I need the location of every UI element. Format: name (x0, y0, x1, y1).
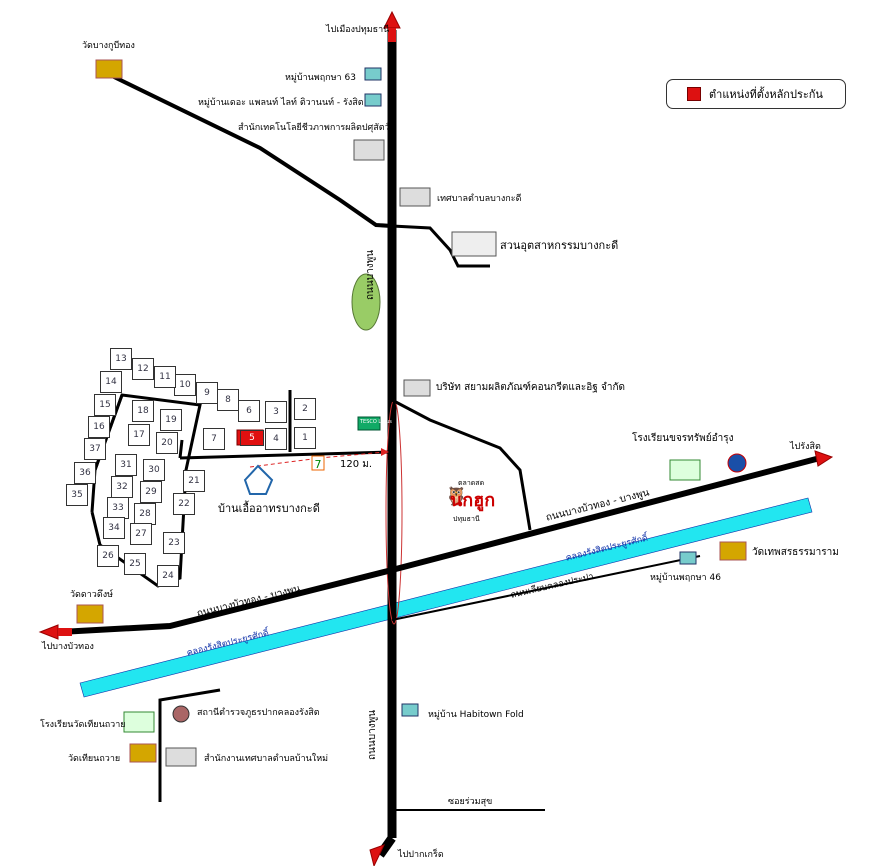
label-habitown: หมู่บ้าน Habitown Fold (428, 710, 524, 720)
plot-9: 9 (196, 382, 218, 404)
plot-5: 5 (240, 430, 264, 446)
plot-27: 27 (130, 523, 152, 545)
plot-17: 17 (128, 424, 150, 446)
gas-station-icon (727, 453, 747, 473)
plot-37: 37 (84, 438, 106, 460)
label-industrial-park: สวนอุตสาหกรรมบางกะดี (500, 239, 619, 252)
plot-2: 2 (294, 398, 316, 420)
plot-7: 7 (203, 428, 225, 450)
plot-32: 32 (111, 476, 133, 498)
plot-18: 18 (132, 400, 154, 422)
golf-icon (351, 273, 381, 331)
building-icon (165, 139, 431, 767)
label-market-name: นกฮูก (450, 490, 496, 511)
tesco-lotus-logo (357, 416, 381, 431)
main-road-south (376, 835, 396, 858)
plot-21: 21 (183, 470, 205, 492)
road-canal-side (391, 555, 701, 621)
plot-3: 3 (265, 401, 287, 423)
label-market-top: ตลาดสด (458, 479, 485, 487)
label-school-charoen: โรงเรียนขจรทรัพย์อำรุง (632, 433, 734, 444)
label-pruksa46: หมู่บ้านพฤกษา 46 (650, 573, 721, 583)
legend: ตำแหน่งที่ตั้งหลักประกัน (666, 79, 846, 109)
plot-13: 13 (110, 348, 132, 370)
distance-label: 120 ม. (340, 459, 373, 470)
plot-12: 12 (132, 358, 154, 380)
seven-eleven-icon (311, 455, 325, 471)
road-label-soi: ซอยร่วมสุข (448, 797, 493, 807)
plot-19: 19 (160, 409, 182, 431)
plot-31: 31 (115, 454, 137, 476)
road-label-north: ถนนบางพูน (365, 250, 376, 300)
plot-6: 6 (238, 400, 260, 422)
plot-8: 8 (217, 389, 239, 411)
svg-text:🦉: 🦉 (445, 486, 467, 507)
plot-15: 15 (94, 394, 116, 416)
label-village: บ้านเอื้ออาทรบางกะดี (218, 502, 320, 515)
label-market-sub: ปทุมธานี (453, 515, 480, 523)
label-wat-thep: วัดเทพสรธรรมาราม (752, 547, 839, 558)
south-arrow (369, 844, 385, 866)
plot-11: 11 (154, 366, 176, 388)
plot-24: 24 (157, 565, 179, 587)
road-bangbuathong-bangphun (59, 455, 821, 635)
plot-30: 30 (143, 459, 165, 481)
plot-26: 26 (97, 545, 119, 567)
label-school-wat-thian: โรงเรียนวัดเทียนถวาย (40, 720, 126, 730)
direction-west: ไปบางบัวทอง (42, 642, 94, 652)
plot-28: 28 (134, 503, 156, 525)
label-wat-bang-ku-thong: วัดบางกูบีทอง (82, 41, 135, 51)
plot-20: 20 (156, 432, 178, 454)
police-icon (172, 705, 190, 723)
label-wat-thian: วัดเทียนถวาย (68, 754, 121, 764)
plot-16: 16 (88, 416, 110, 438)
legend-label: ตำแหน่งที่ตั้งหลักประกัน (709, 88, 823, 101)
plot-36: 36 (74, 462, 96, 484)
east-arrow (814, 450, 834, 467)
plot-1: 1 (294, 427, 316, 449)
canal (79, 497, 813, 698)
plot-35: 35 (66, 484, 88, 506)
label-siam-concrete: บริษัท สยามผลิตภัณฑ์คอนกรีตและอิฐ จำกัด (436, 382, 626, 393)
label-the-plant: หมู่บ้านเดอะ แพลนท์ ไลท์ ติวานนท์ - รังส… (198, 98, 364, 108)
label-tesco: TESCO Lotus (360, 419, 392, 425)
legend-swatch (687, 87, 701, 101)
label-biotech: สำนักเทคโนโลยีชีวภาพการผลิตปศุสัตว์ (238, 123, 390, 133)
road-label-south: ถนนบางพูน (367, 710, 378, 760)
plot-10: 10 (174, 374, 196, 396)
plot-14: 14 (100, 371, 122, 393)
west-arrow (38, 624, 59, 640)
label-wat-dao: วัดดาวดึงษ์ (70, 590, 114, 600)
village-logo (243, 464, 274, 495)
svg-text:7: 7 (315, 458, 322, 471)
label-tessaban: เทศบาลตำบลบางกะดี (437, 194, 522, 204)
label-police: สถานีตำรวจภูธรปากคลองรังสิต (197, 708, 320, 718)
plot-25: 25 (124, 553, 146, 575)
label-tessaban-office: สำนักงานเทศบาลตำบลบ้านใหม่ (204, 754, 329, 764)
plot-29: 29 (140, 481, 162, 503)
direction-east: ไปรังสิต (790, 442, 821, 452)
house-icon (364, 67, 697, 717)
plot-23: 23 (163, 532, 185, 554)
label-pruksa63: หมู่บ้านพฤกษา 63 (285, 73, 356, 83)
plot-33: 33 (107, 497, 129, 519)
plot-22: 22 (173, 493, 195, 515)
plot-34: 34 (103, 517, 125, 539)
factory-icon (451, 231, 497, 257)
plot-4: 4 (265, 428, 287, 450)
direction-north: ไปเมืองปทุมธานี (326, 25, 390, 35)
school-icon (123, 459, 701, 733)
temple-icon (76, 59, 747, 763)
direction-south: ไปปากเกร็ด (398, 850, 444, 860)
market-logo (434, 474, 490, 528)
